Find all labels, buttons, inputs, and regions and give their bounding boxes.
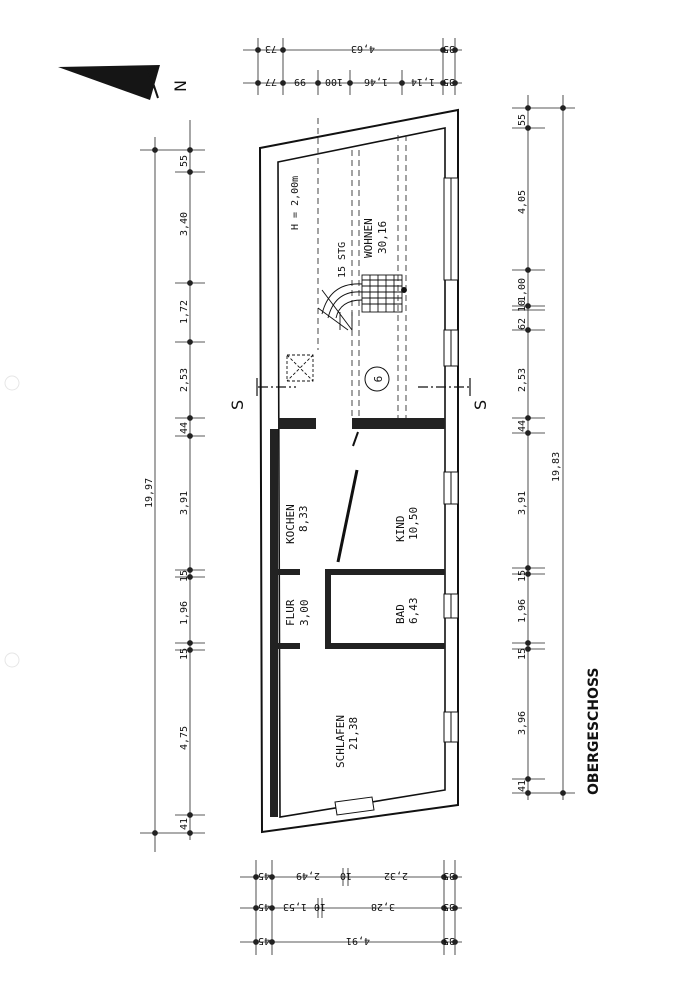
dimension-top [243,38,462,95]
svg-text:77: 77 [265,76,277,87]
north-label: N [171,80,190,92]
svg-text:1,53: 1,53 [283,901,307,912]
punch-hole [4,375,20,391]
svg-text:41: 41 [517,780,528,792]
svg-text:1,96: 1,96 [517,599,528,623]
svg-text:4,63: 4,63 [351,43,375,54]
svg-text:1,72: 1,72 [179,300,190,324]
section-label-left: S [228,400,247,410]
staircase [317,274,407,331]
svg-text:44: 44 [517,420,528,432]
room-schlafen-area: 21,38 [347,717,360,750]
room-bad-area: 6,43 [407,598,420,625]
svg-text:41: 41 [179,818,190,830]
svg-text:55: 55 [179,155,190,167]
svg-text:73: 73 [265,43,277,54]
room-flur-area: 3,00 [298,600,311,627]
dimension-left-labels: 19,97 55 3,40 1,72 2,53 44 3,91 15 1,96 … [144,155,190,830]
svg-text:2,53: 2,53 [179,368,190,392]
svg-text:4,75: 4,75 [179,726,190,750]
svg-text:10: 10 [340,870,352,881]
svg-text:3,91: 3,91 [179,491,190,515]
room-wohnen-area: 30,16 [376,221,389,254]
svg-text:15: 15 [179,648,190,660]
diagonal-door [336,469,359,563]
roof-dashed-lines [317,118,407,418]
room-flur-name: FLUR [284,599,297,626]
svg-text:100: 100 [325,76,343,87]
svg-text:55: 55 [517,114,528,126]
svg-text:45: 45 [258,935,270,946]
svg-text:1,96: 1,96 [179,601,190,625]
marker-label: 6 [372,376,385,383]
punch-hole [4,652,20,668]
svg-text:1,14: 1,14 [411,76,435,87]
svg-text:19,83: 19,83 [551,452,562,482]
section-line [256,378,471,396]
dimension-right-labels: 19,83 55 4,05 1,00 10 62 2,53 44 3,91 15… [517,114,562,792]
svg-text:3,28: 3,28 [371,901,395,912]
svg-text:2,53: 2,53 [517,368,528,392]
stairs-annotation: 15 STG [337,242,348,278]
svg-text:4,91: 4,91 [346,935,370,946]
svg-text:35: 35 [443,935,455,946]
dimension-bottom [240,860,462,955]
svg-text:2,49: 2,49 [296,870,320,881]
page-title: OBERGESCHOSS [586,668,602,795]
wall-thickening [270,418,445,817]
svg-text:35: 35 [443,901,455,912]
room-kind-area: 10,50 [407,507,420,540]
svg-text:35: 35 [443,76,455,87]
room-kind-name: KIND [394,516,407,543]
svg-text:45: 45 [258,901,270,912]
svg-text:15: 15 [517,648,528,660]
windows [334,177,459,816]
svg-text:45: 45 [258,870,270,881]
building-walls [258,108,459,834]
svg-text:2,32: 2,32 [384,870,408,881]
dimension-top-labels: 73 4,63 35 77 99 100 1,46 1,14 35 [265,43,455,87]
svg-text:10: 10 [517,300,528,312]
north-arrow-icon: N [58,65,190,100]
room-labels: WOHNEN 30,16 H = 2,00m 15 STG KOCHEN 8,3… [284,176,420,768]
svg-text:44: 44 [179,422,190,434]
marker-circle [364,366,390,392]
shaft-box [286,354,314,382]
dimension-left [140,120,205,852]
dimension-right [512,95,575,800]
height-annotation: H = 2,00m [290,176,301,230]
dimension-bottom-labels: 45 2,49 10 2,32 35 45 1,53 10 3,28 35 45… [258,870,455,946]
room-kochen-name: KOCHEN [284,504,297,544]
room-wohnen-name: WOHNEN [362,218,375,258]
svg-text:35: 35 [443,43,455,54]
svg-text:15: 15 [517,570,528,582]
svg-text:1,00: 1,00 [517,278,528,302]
svg-text:15: 15 [179,570,190,582]
section-label-right: S [471,400,490,410]
svg-text:35: 35 [443,870,455,881]
room-kochen-area: 8,33 [297,506,310,533]
svg-text:10: 10 [314,901,326,912]
svg-text:19,97: 19,97 [144,478,155,508]
svg-text:3,96: 3,96 [517,711,528,735]
svg-text:62: 62 [517,318,528,330]
room-schlafen-name: SCHLAFEN [334,715,347,768]
svg-text:99: 99 [294,76,306,87]
svg-text:4,05: 4,05 [517,190,528,214]
svg-text:3,91: 3,91 [517,491,528,515]
svg-text:3,40: 3,40 [179,212,190,236]
svg-text:1,46: 1,46 [364,76,388,87]
room-bad-name: BAD [394,604,407,624]
